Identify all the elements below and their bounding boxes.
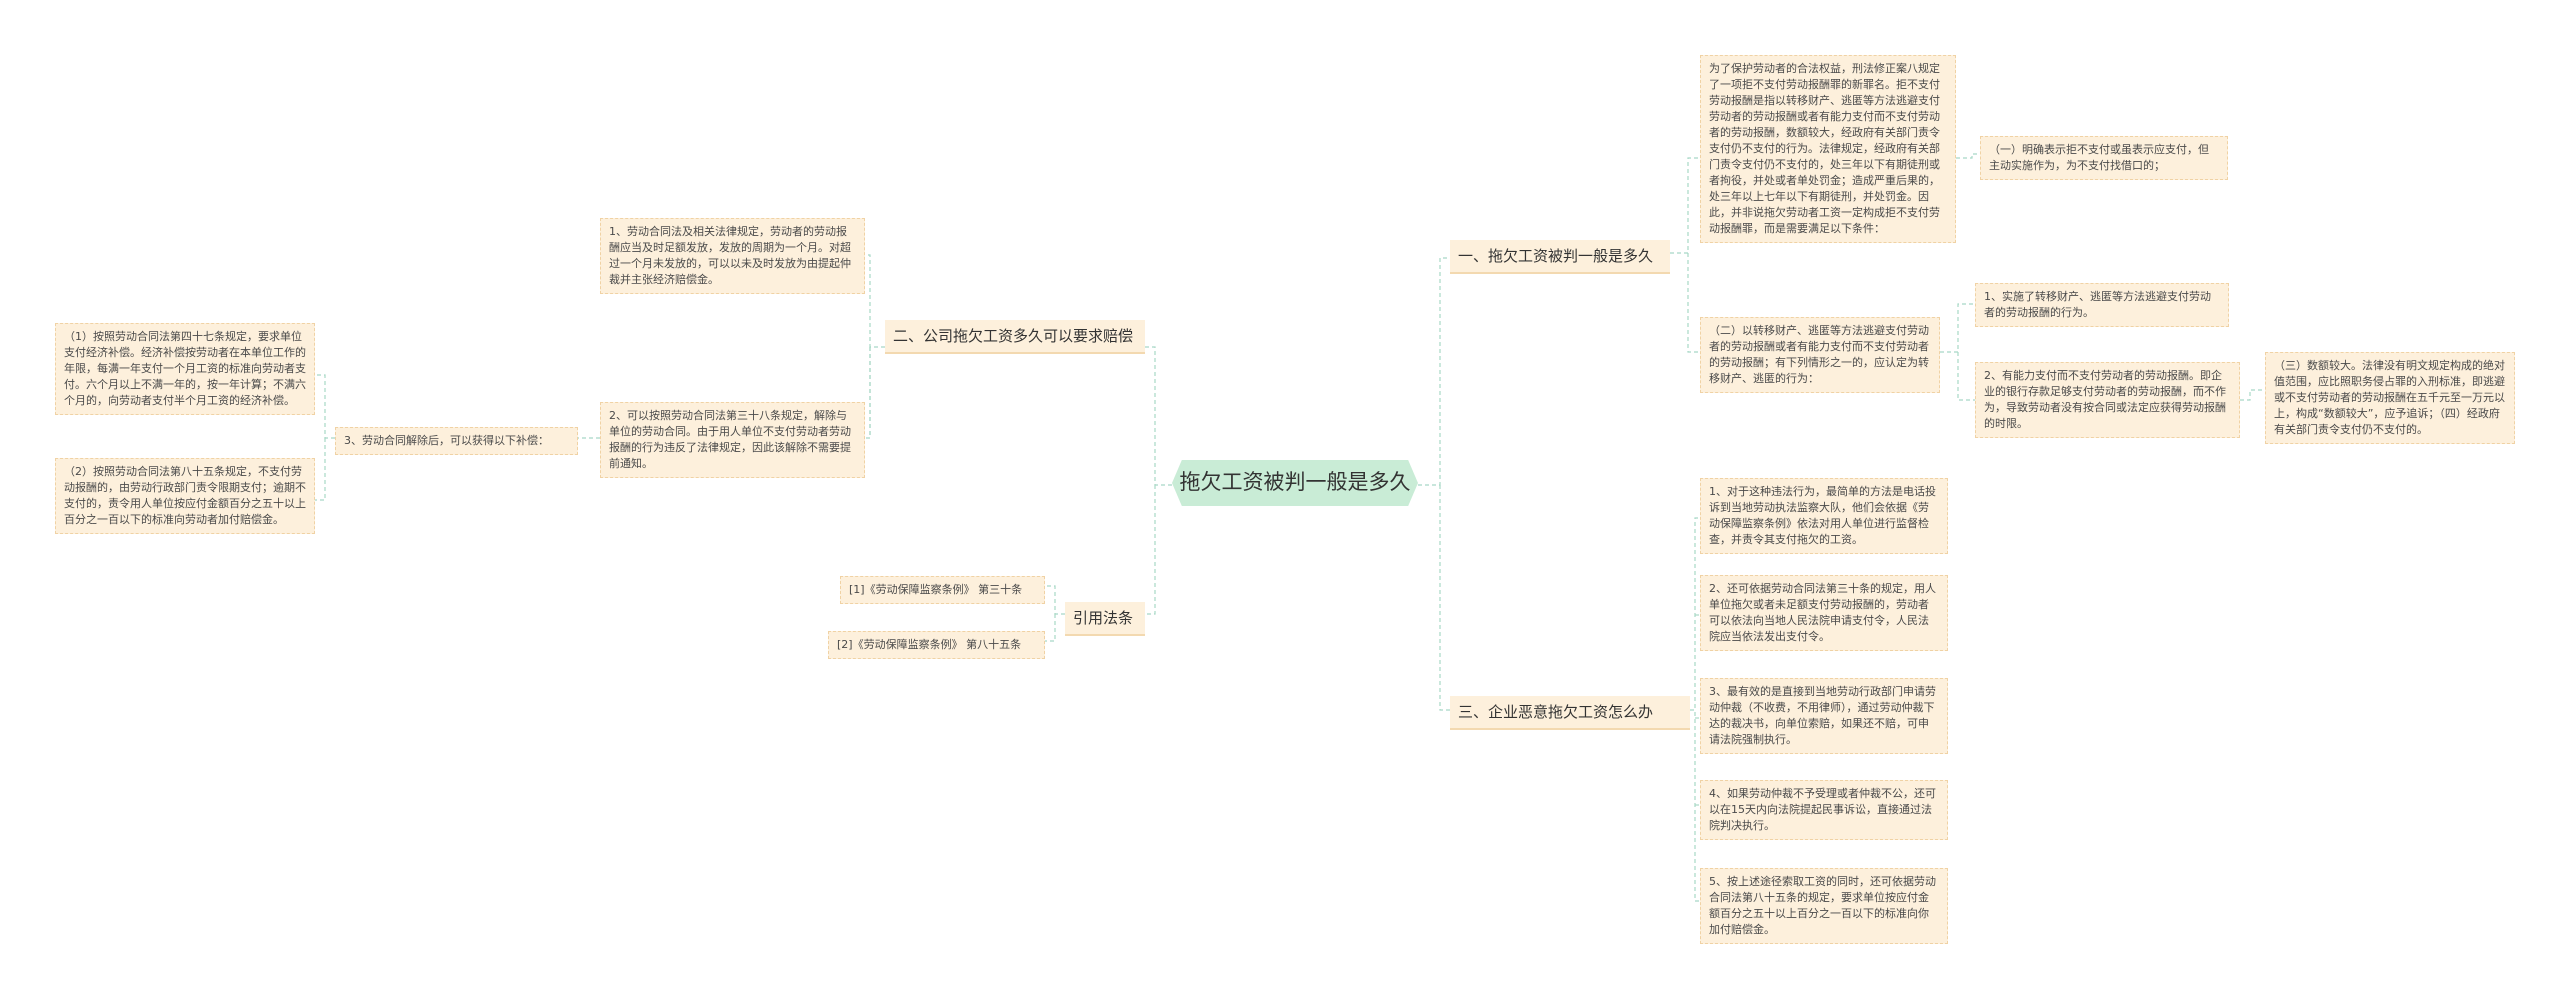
node-terminate-contract[interactable]: 2、可以按照劳动合同法第三十八条规定，解除与单位的劳动合同。由于用人单位不支付劳…: [600, 402, 865, 478]
node-economic-compensation[interactable]: （1）按照劳动合同法第四十七条规定，要求单位支付经济补偿。经济补偿按劳动者在本单…: [55, 323, 315, 415]
node-law-ref-1[interactable]: [1]《劳动保障监察条例》 第三十条: [840, 576, 1045, 604]
node-timely-pay[interactable]: 1、劳动合同法及相关法律规定，劳动者的劳动报酬应当及时足额发放，发放的周期为一个…: [600, 218, 865, 294]
node-condition-refuse[interactable]: （一）明确表示拒不支付或虽表示应支付，但主动实施作为，为不支付找借口的；: [1980, 136, 2228, 180]
node-amount-large[interactable]: （三）数额较大。法律没有明文规定构成的绝对值范围，应比照职务侵占罪的入刑标准，即…: [2265, 352, 2515, 444]
node-ability-not-pay[interactable]: 2、有能力支付而不支付劳动者的劳动报酬。即企业的银行存款足够支付劳动者的劳动报酬…: [1975, 362, 2240, 438]
node-additional-compensation[interactable]: （2）按照劳动合同法第八十五条规定，不支付劳动报酬的，由劳动行政部门责令限期支付…: [55, 458, 315, 534]
node-complaint[interactable]: 1、对于这种违法行为，最简单的方法是电话投诉到当地劳动执法监察大队，他们会依据《…: [1700, 478, 1948, 554]
node-crime-conditions-text[interactable]: 为了保护劳动者的合法权益，刑法修正案八规定了一项拒不支付劳动报酬罪的新罪名。拒不…: [1700, 55, 1956, 243]
node-arbitration[interactable]: 3、最有效的是直接到当地劳动行政部门申请劳动仲裁（不收费，不用律师），通过劳动仲…: [1700, 678, 1948, 754]
node-condition-transfer[interactable]: （二）以转移财产、逃匿等方法逃避支付劳动者的劳动报酬或者有能力支付而不支付劳动者…: [1700, 317, 1940, 393]
node-lawsuit[interactable]: 4、如果劳动仲裁不予受理或者仲裁不公，还可以在15天内向法院提起民事诉讼，直接通…: [1700, 780, 1948, 840]
node-transfer-assets[interactable]: 1、实施了转移财产、逃匿等方法逃避支付劳动者的劳动报酬的行为。: [1975, 283, 2229, 327]
branch-compensation[interactable]: 二、公司拖欠工资多久可以要求赔偿: [885, 320, 1145, 354]
branch-judgment-term[interactable]: 一、拖欠工资被判一般是多久: [1450, 240, 1670, 274]
root-topic[interactable]: 拖欠工资被判一般是多久: [1172, 460, 1418, 506]
branch-malicious-arrears[interactable]: 三、企业恶意拖欠工资怎么办: [1450, 696, 1690, 730]
branch-cited-laws[interactable]: 引用法条: [1065, 602, 1145, 636]
node-payment-order[interactable]: 2、还可依据劳动合同法第三十条的规定，用人单位拖欠或者未足额支付劳动报酬的，劳动…: [1700, 575, 1948, 651]
node-extra-compensation[interactable]: 5、按上述途径索取工资的同时，还可依据劳动合同法第八十五条的规定，要求单位按应付…: [1700, 868, 1948, 944]
node-law-ref-2[interactable]: [2]《劳动保障监察条例》 第八十五条: [828, 631, 1045, 659]
node-after-termination[interactable]: 3、劳动合同解除后，可以获得以下补偿：: [335, 427, 578, 455]
